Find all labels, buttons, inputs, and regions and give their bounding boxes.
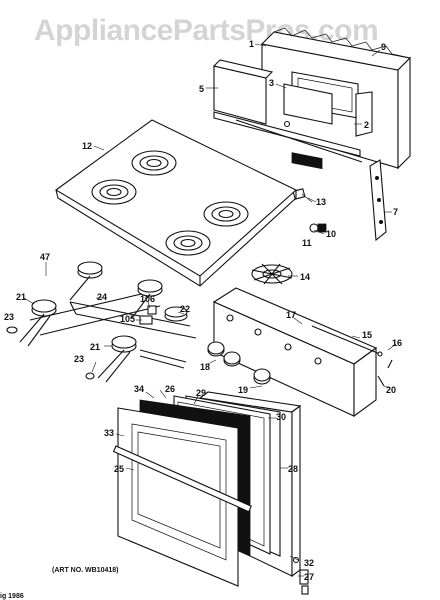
burner-knob bbox=[223, 351, 241, 367]
callout-34: 34 bbox=[134, 384, 144, 394]
callout-106: 106 bbox=[140, 294, 155, 304]
callout-3: 3 bbox=[269, 78, 274, 88]
switch-and-valve-parts bbox=[292, 188, 327, 233]
callout-numbers: 1 9 5 3 2 7 12 13 11 10 14 15 17 16 18 1… bbox=[4, 39, 402, 582]
callout-32: 32 bbox=[304, 558, 314, 568]
callout-2: 2 bbox=[364, 120, 369, 130]
callout-19: 19 bbox=[238, 385, 248, 395]
oven-door-assembly bbox=[112, 391, 309, 595]
callout-28: 28 bbox=[288, 464, 298, 474]
callout-5: 5 bbox=[199, 84, 204, 94]
callout-9: 9 bbox=[381, 42, 386, 52]
burner-opening-rear-left bbox=[131, 150, 177, 176]
leader-lines bbox=[23, 43, 397, 577]
burner-head-rear-right bbox=[137, 279, 163, 297]
callout-23-washer: 23 bbox=[4, 312, 14, 322]
burner-manifold-assembly bbox=[6, 261, 197, 383]
callout-15: 15 bbox=[362, 330, 372, 340]
callout-10: 10 bbox=[326, 229, 336, 239]
callout-14: 14 bbox=[300, 272, 310, 282]
callout-26: 26 bbox=[165, 384, 175, 394]
control-panel bbox=[212, 287, 393, 418]
callout-24: 24 bbox=[97, 292, 107, 302]
callout-25: 25 bbox=[114, 464, 124, 474]
door-handle bbox=[112, 445, 252, 513]
burner-head-rear-left bbox=[77, 261, 103, 279]
callout-11: 11 bbox=[302, 238, 312, 248]
callout-33: 33 bbox=[104, 428, 114, 438]
door-front-frame bbox=[117, 407, 239, 587]
callout-105: 105 bbox=[120, 314, 135, 324]
callout-1: 1 bbox=[249, 39, 254, 49]
clock-timer bbox=[283, 83, 333, 125]
cooktop bbox=[55, 119, 297, 287]
callout-20: 20 bbox=[386, 385, 396, 395]
callout-47: 47 bbox=[40, 252, 50, 262]
callout-29: 29 bbox=[196, 388, 206, 398]
callout-7: 7 bbox=[393, 207, 398, 217]
callout-17: 17 bbox=[286, 310, 296, 320]
callout-27: 27 bbox=[304, 572, 314, 582]
callout-23: 23 bbox=[74, 354, 84, 364]
side-trim bbox=[369, 159, 387, 242]
clock-display bbox=[291, 152, 323, 170]
backguard-side-edge bbox=[397, 56, 411, 170]
burner-knob bbox=[207, 341, 225, 357]
backguard-glass-panel bbox=[212, 59, 361, 157]
burner-head-front-left bbox=[31, 299, 57, 317]
burner-grate bbox=[251, 263, 293, 285]
burner-opening-front-left bbox=[91, 179, 137, 205]
oven-knob bbox=[253, 368, 271, 385]
callout-18: 18 bbox=[200, 362, 210, 372]
burner-head-right bbox=[164, 306, 188, 322]
callout-21: 21 bbox=[16, 292, 26, 302]
burner-opening-rear-right bbox=[203, 201, 249, 227]
callout-12: 12 bbox=[82, 141, 92, 151]
art-number-caption: (ART NO. WB10418) bbox=[52, 567, 119, 574]
burner-head-front-right bbox=[111, 335, 137, 353]
callout-13: 13 bbox=[316, 197, 326, 207]
callout-22: 22 bbox=[180, 304, 190, 314]
callout-21: 21 bbox=[90, 342, 100, 352]
screw bbox=[377, 375, 385, 387]
burner-opening-front-right bbox=[165, 230, 211, 256]
callout-30: 30 bbox=[276, 412, 286, 422]
corner-text: ig 1986 bbox=[0, 593, 24, 600]
callout-16: 16 bbox=[392, 338, 402, 348]
